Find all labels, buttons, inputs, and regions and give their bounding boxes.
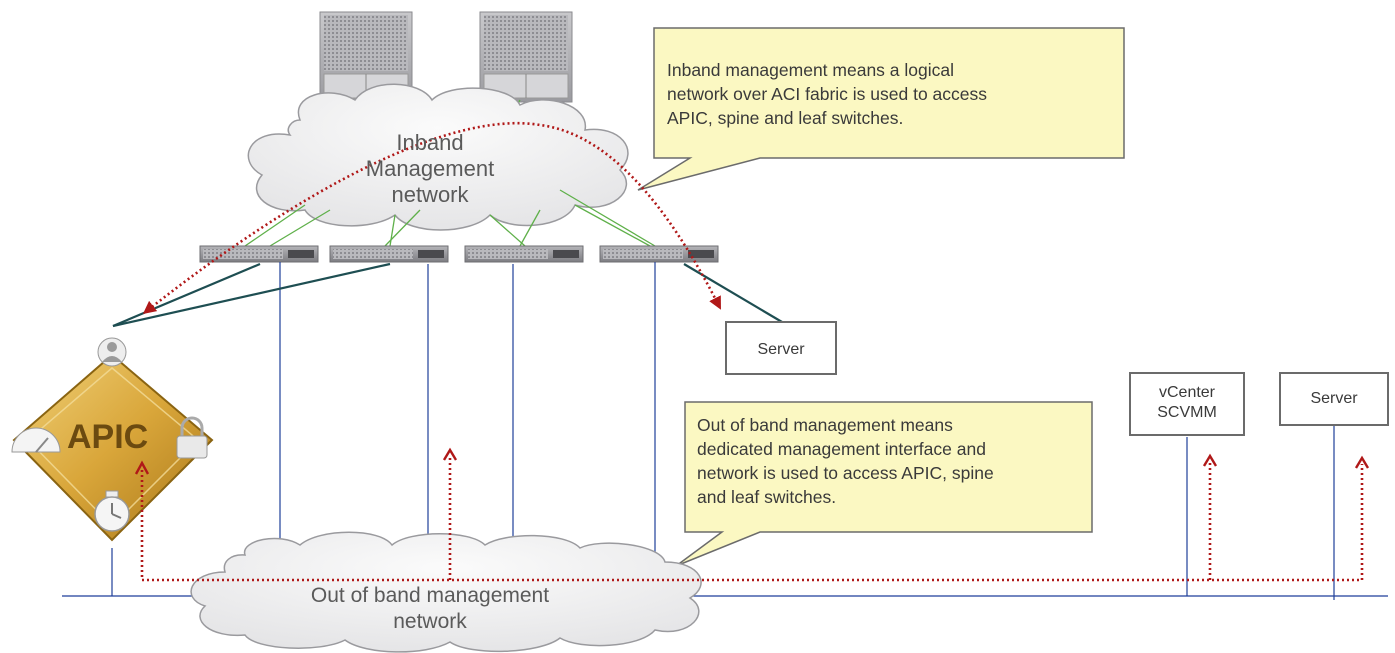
lock-icon bbox=[176, 416, 208, 459]
gauge-icon bbox=[11, 427, 61, 453]
oob-access-path bbox=[140, 456, 1364, 582]
spine-switch-2 bbox=[479, 11, 573, 103]
vcenter-box bbox=[1129, 372, 1245, 436]
leaf-switch-3 bbox=[464, 245, 584, 263]
leaf-switch-1 bbox=[199, 245, 319, 263]
oob-callout bbox=[675, 401, 1093, 567]
oob-callout-line-1: Out of band management means bbox=[697, 415, 953, 435]
oob-callout-line-3: network is used to access APIC, spine bbox=[697, 463, 994, 483]
leaf-switch-4 bbox=[599, 245, 719, 263]
inband-cloud-line-3: network bbox=[391, 182, 469, 207]
oob-path-arrows bbox=[134, 447, 1370, 475]
inband-callout-line-3: APIC, spine and leaf switches. bbox=[667, 108, 904, 128]
vcenter-line-2: SCVMM bbox=[1157, 404, 1217, 421]
server-inband-label: Server bbox=[757, 341, 805, 358]
user-icon bbox=[97, 337, 127, 367]
inband-cloud-line-1: Inband bbox=[396, 130, 464, 155]
leaf-switch-2 bbox=[329, 245, 449, 263]
oob-callout-text: Out of band management means dedicated m… bbox=[697, 413, 1087, 509]
vcenter-label: vCenter SCVMM bbox=[1130, 383, 1244, 423]
apic-uplinks bbox=[112, 262, 391, 328]
inband-callout-text: Inband management means a logical networ… bbox=[667, 58, 1117, 130]
inband-callout-line-1: Inband management means a logical bbox=[667, 60, 954, 80]
oob-callout-line-2: dedicated management interface and bbox=[697, 439, 986, 459]
oob-cloud bbox=[190, 531, 702, 653]
inband-callout-line-2: network over ACI fabric is used to acces… bbox=[667, 84, 987, 104]
server-inband-box bbox=[725, 321, 837, 375]
oob-callout-line-4: and leaf switches. bbox=[697, 487, 837, 507]
vcenter-line-1: vCenter bbox=[1158, 384, 1216, 401]
server-oob-box bbox=[1279, 372, 1389, 426]
inband-leaf-links bbox=[244, 189, 656, 247]
oob-cloud-label: Out of band management network bbox=[270, 583, 590, 635]
inband-access-path bbox=[142, 121, 721, 315]
server-uplink bbox=[683, 263, 783, 323]
server-oob-label: Server bbox=[1310, 390, 1358, 407]
inband-cloud-label: Inband Management network bbox=[330, 130, 530, 208]
inband-callout bbox=[637, 27, 1125, 191]
apic-label: APIC bbox=[67, 418, 149, 456]
oob-cloud-line-2: network bbox=[393, 610, 467, 633]
oob-cloud-line-1: Out of band management bbox=[310, 584, 550, 607]
clock-icon bbox=[94, 490, 130, 532]
inband-cloud-line-2: Management bbox=[365, 156, 495, 181]
